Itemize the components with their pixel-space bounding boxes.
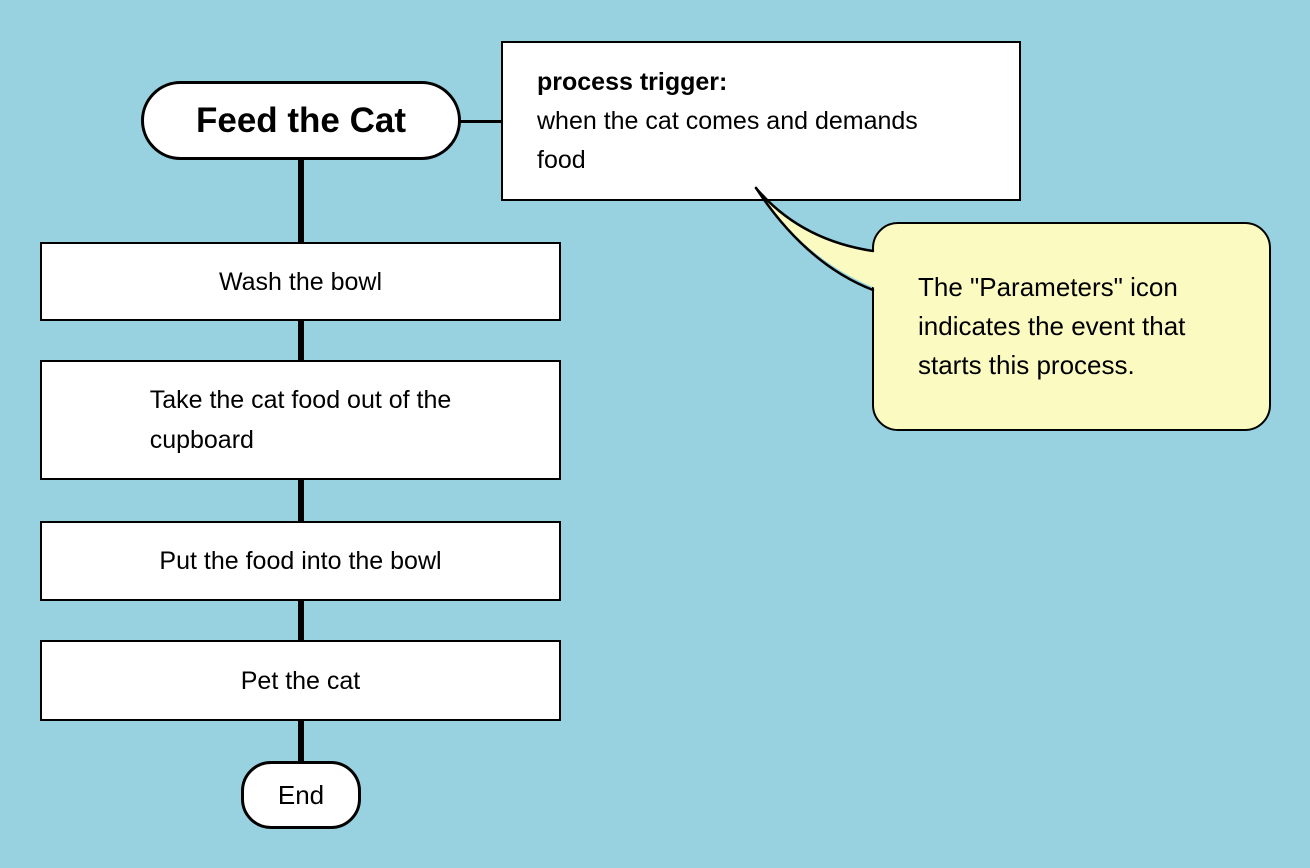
edge-start-to-step1 bbox=[298, 155, 304, 247]
step-box-pet-the-cat: Pet the cat bbox=[40, 640, 561, 721]
step-label: Take the cat food out of the cupboard bbox=[149, 386, 452, 454]
process-trigger-note: process trigger: when the cat comes and … bbox=[501, 41, 1021, 201]
callout-text: The "Parameters" icon indicates the even… bbox=[918, 272, 1186, 380]
step-label: Pet the cat bbox=[240, 666, 361, 695]
edge-step4-to-end bbox=[298, 717, 304, 765]
start-node-label: Feed the Cat bbox=[195, 100, 407, 140]
step-label: Wash the bowl bbox=[218, 267, 383, 296]
edge-step3-to-step4 bbox=[298, 597, 304, 644]
callout-bubble: The "Parameters" icon indicates the even… bbox=[872, 222, 1271, 431]
end-node-label: End bbox=[277, 779, 325, 810]
step-box-put-food-in-bowl: Put the food into the bowl bbox=[40, 521, 561, 601]
step-label: Put the food into the bowl bbox=[159, 547, 442, 575]
start-node: Feed the Cat bbox=[141, 81, 461, 160]
trigger-note-body: when the cat comes and demands food bbox=[537, 106, 918, 174]
end-node: End bbox=[241, 761, 361, 829]
edge-start-to-trigger-note bbox=[455, 120, 505, 123]
edge-step2-to-step3 bbox=[298, 476, 304, 525]
edge-step1-to-step2 bbox=[298, 316, 304, 364]
trigger-note-heading: process trigger: bbox=[537, 67, 728, 96]
step-box-wash-the-bowl: Wash the bowl bbox=[40, 242, 561, 321]
step-box-take-cat-food: Take the cat food out of the cupboard bbox=[40, 360, 561, 480]
